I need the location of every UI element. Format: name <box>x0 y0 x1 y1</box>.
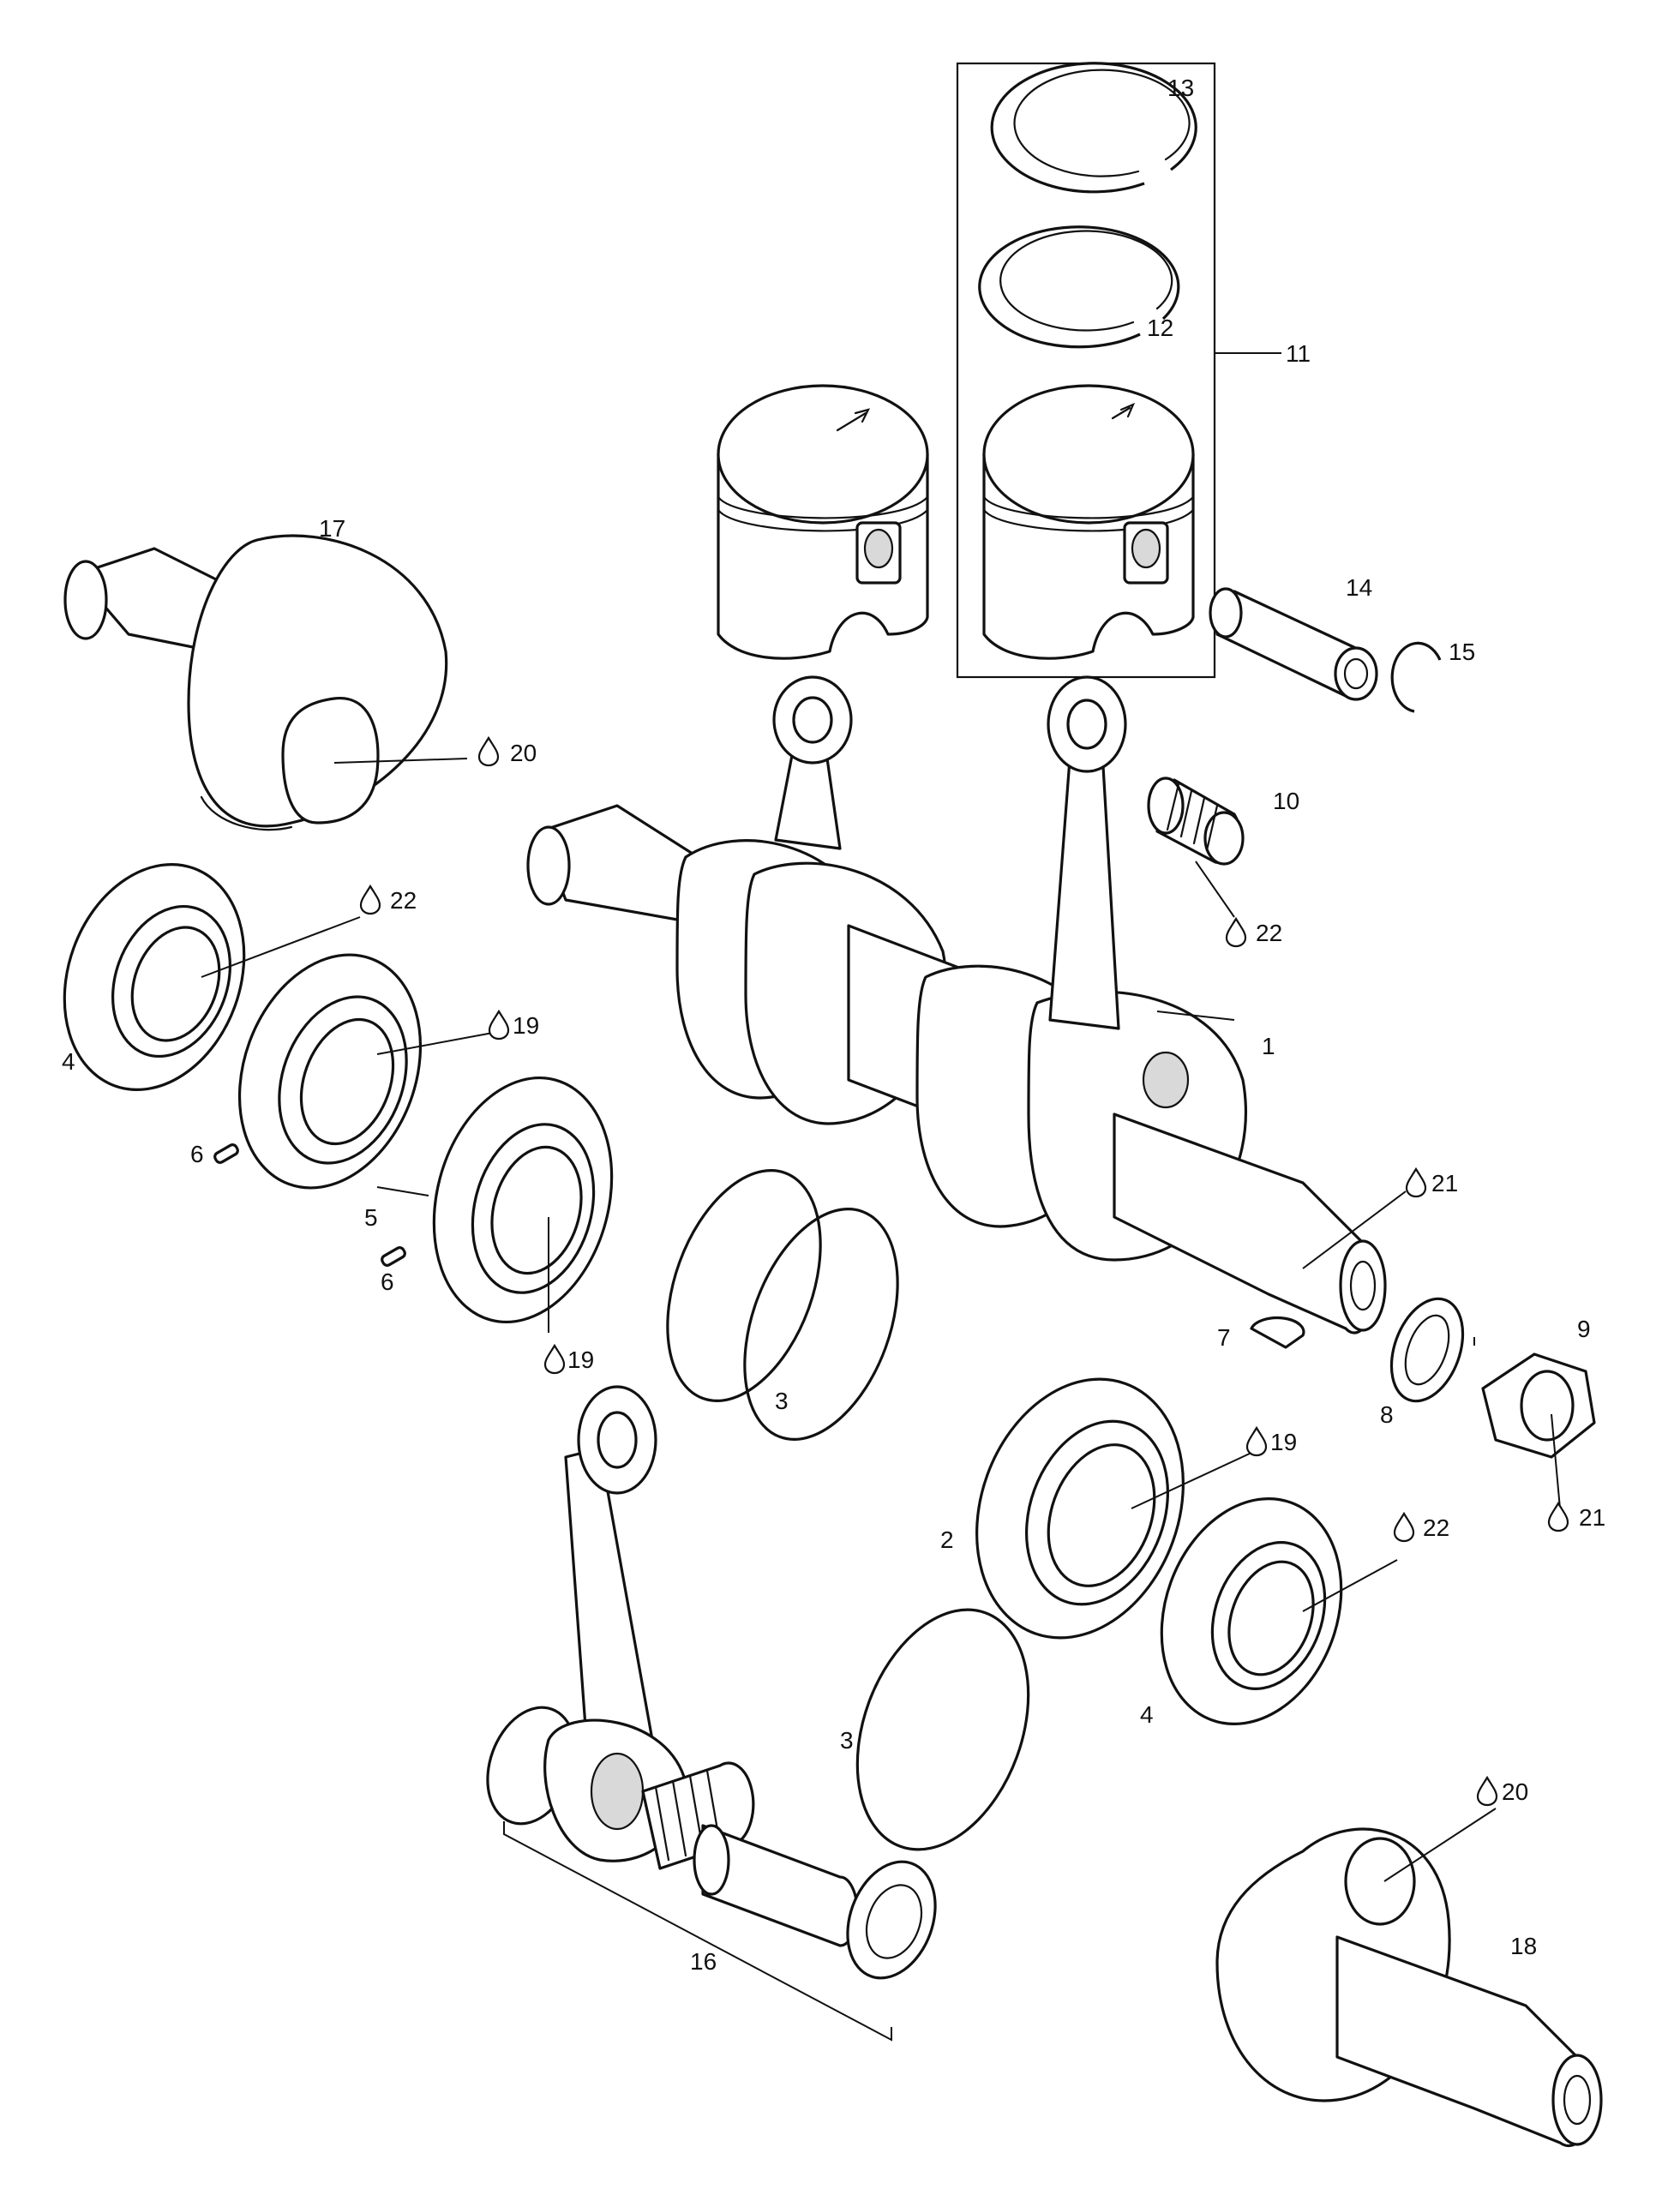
label-part-12: 12 <box>1147 315 1173 341</box>
label-part-17: 17 <box>319 515 345 542</box>
connecting-rod-kit <box>486 1385 937 2042</box>
piston-kit-piston <box>982 384 1195 660</box>
oil-drop-icon <box>1405 1167 1427 1198</box>
label-part-4-right: 4 <box>1140 1701 1154 1728</box>
label-part-19-center: 19 <box>567 1346 594 1373</box>
label-part-20-lower: 20 <box>1502 1778 1528 1805</box>
oil-drop-icon <box>477 736 500 767</box>
label-part-19-left: 19 <box>513 1012 539 1039</box>
label-part-5: 5 <box>364 1204 378 1231</box>
label-part-14: 14 <box>1346 574 1372 601</box>
label-part-22-right: 22 <box>1423 1514 1449 1541</box>
oil-drop-icon <box>1476 1776 1498 1807</box>
label-part-18: 18 <box>1510 1933 1537 1959</box>
oil-drop-icon <box>488 1010 510 1041</box>
ball-bearing-right <box>975 1377 1252 1640</box>
o-ring-single <box>855 1608 1030 1851</box>
label-part-4-left: 4 <box>62 1048 75 1075</box>
label-part-22-top-right: 22 <box>1256 920 1282 946</box>
label-part-22-left: 22 <box>390 887 417 914</box>
oil-drop-icon <box>1547 1502 1569 1532</box>
piston-pin <box>1209 587 1378 701</box>
piston <box>717 384 929 660</box>
label-part-9: 9 <box>1577 1316 1591 1342</box>
label-part-1: 1 <box>1262 1033 1275 1059</box>
callout-labels: 13 12 11 17 14 15 20 10 22 22 19 1 4 6 2… <box>62 75 1605 1975</box>
label-part-15: 15 <box>1449 639 1475 665</box>
label-part-13: 13 <box>1167 75 1194 101</box>
label-part-16: 16 <box>690 1948 717 1975</box>
oil-drop-icon <box>1393 1512 1415 1543</box>
oil-drop-icon <box>359 885 381 915</box>
label-part-20-upper: 20 <box>510 740 537 766</box>
oil-seal-right <box>1160 1497 1398 1725</box>
label-part-7: 7 <box>1217 1324 1231 1351</box>
label-part-19-right: 19 <box>1270 1429 1297 1455</box>
label-part-6-lower: 6 <box>381 1268 394 1295</box>
dowel-pin-lower <box>381 1246 406 1267</box>
lock-washer <box>1389 1297 1465 1403</box>
label-part-11: 11 <box>1286 340 1311 367</box>
circlip <box>1390 641 1442 713</box>
half-crankshaft-17 <box>63 534 468 831</box>
label-part-21-lower: 21 <box>1579 1504 1605 1531</box>
woodruff-key <box>1250 1316 1305 1349</box>
ball-bearing-center <box>432 1076 614 1333</box>
oil-drop-icon <box>1245 1426 1268 1457</box>
o-ring-pair <box>666 1169 899 1441</box>
needle-bearing-small <box>1147 777 1245 918</box>
label-part-21-upper: 21 <box>1431 1170 1458 1196</box>
label-part-3-upper: 3 <box>775 1388 789 1414</box>
piston-ring-12 <box>978 225 1180 349</box>
oil-drop-icon <box>543 1344 566 1375</box>
label-part-6-upper: 6 <box>190 1141 204 1167</box>
dowel-pin-upper <box>213 1143 239 1164</box>
oil-drop-icon <box>1225 917 1247 948</box>
piston-ring-13 <box>990 62 1197 194</box>
oil-seal-left <box>63 863 361 1091</box>
label-part-2: 2 <box>940 1526 954 1553</box>
hex-nut <box>1481 1352 1596 1509</box>
label-part-3-lower: 3 <box>840 1727 854 1754</box>
ball-bearing-left <box>237 953 494 1190</box>
half-crankshaft-18 <box>1215 1808 1603 2148</box>
label-part-10: 10 <box>1273 788 1299 814</box>
label-part-8: 8 <box>1380 1401 1394 1428</box>
crankshaft-assembly <box>526 675 1387 1334</box>
